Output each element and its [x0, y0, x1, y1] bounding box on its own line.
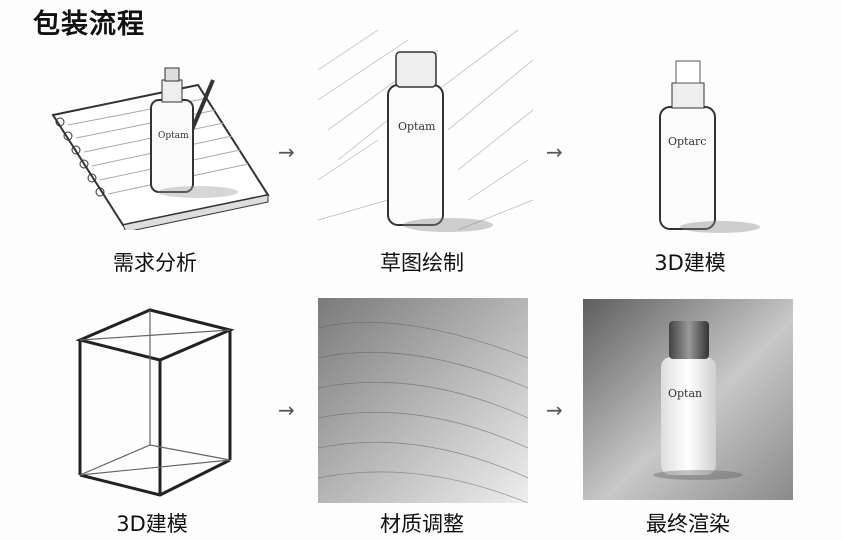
arrow-icon: →	[546, 140, 563, 164]
step-3-image: Optarc	[600, 55, 780, 235]
step-5-image	[318, 298, 528, 503]
step-3-label: 3D建模	[654, 251, 726, 275]
svg-text:Optam: Optam	[158, 131, 189, 141]
arrow-icon: →	[546, 398, 563, 422]
arrow-icon: →	[278, 398, 295, 422]
brand-logo: Optam	[398, 120, 436, 133]
step-1-image: Optam	[48, 60, 273, 230]
svg-text:Optan: Optan	[668, 387, 702, 400]
step-6-image: Optan	[583, 299, 793, 500]
step-5-label: 材质调整	[380, 512, 464, 536]
step-2-label: 草图绘制	[380, 251, 464, 275]
step-4-label: 3D建模	[116, 512, 188, 536]
arrow-icon: →	[278, 140, 295, 164]
svg-text:Optarc: Optarc	[668, 135, 706, 148]
step-2-image: Optam	[318, 30, 533, 240]
page-title: 包装流程	[33, 9, 145, 40]
step-6-label: 最终渲染	[646, 512, 730, 536]
step-1-label: 需求分析	[113, 251, 197, 275]
step-4-image	[55, 305, 255, 505]
